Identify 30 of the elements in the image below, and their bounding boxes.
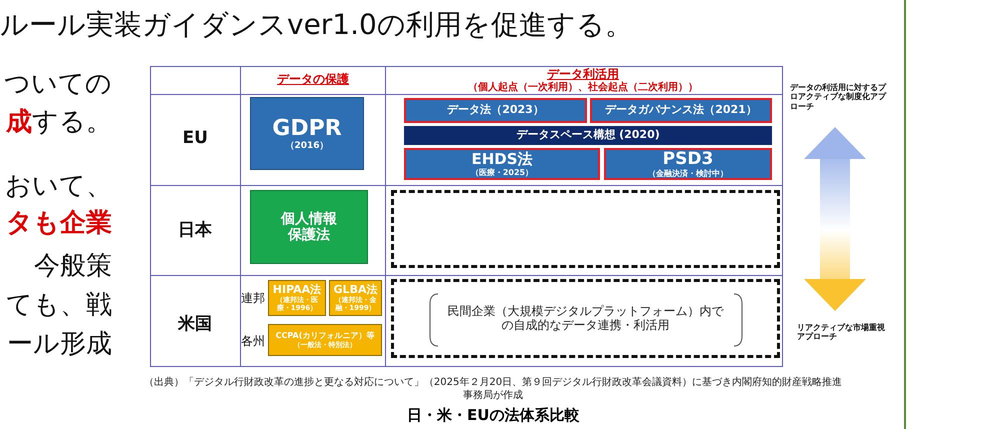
slide-text: 成する。 [6,106,112,139]
arrow-caption: データの利活用に対するプロアクティブな制度化アプローチ [790,83,888,111]
law-box: GDPR （2016） [250,97,364,170]
row-header: 日本 [178,219,212,241]
law-box: 個人情報保護法 [250,190,368,264]
slide-text: ても、戦 [6,289,112,322]
law-box: データガバナンス法（2021） [590,98,772,123]
row-subheader: 連邦 [241,290,265,307]
row-header: 米国 [178,313,212,335]
slide-text: ついての [4,68,112,101]
law-box: EHDS法 （医療・2025） [404,148,600,180]
caption: 日・米・EUの法体系比較 [407,406,580,425]
column-header: データの保護 [277,71,349,88]
law-box: データ法（2023） [404,98,587,123]
dashed-box [391,190,780,268]
law-box: データスペース構想 (2020) [404,126,772,145]
slide-text: 今般策 [34,250,112,283]
column-subheader: （個人起点（一次利用）、社会起点（二次利用）） [468,80,698,94]
arrow-caption: リアクティブな市場重視アプローチ [797,322,886,342]
row-header: EU [182,128,208,148]
slide-text: おいて、 [5,170,112,203]
slide-text: ール形成 [7,328,112,361]
double-arrow [804,127,866,311]
column-header: データ利活用 [547,66,619,82]
row-subheader: 各州 [241,333,265,350]
slide-text: タも企業 [6,207,112,240]
dashed-box: 民間企業（大規模デジタルプラットフォーム）内での自成的なデータ連携・利活用 [391,279,780,358]
law-box: PSD3 （金融決済・検討中） [604,148,772,180]
slide-text: ルール実装ガイダンスver1.0の利用を促進する。 [0,7,633,43]
source-note: （出典）「デジタル行財政改革の進捗と更なる対応について」（2025年２月20日、第９回デジタル行財政改革会議資料）に基づき内閣府知的財産戦略推進事務局が作成 [143,376,843,402]
